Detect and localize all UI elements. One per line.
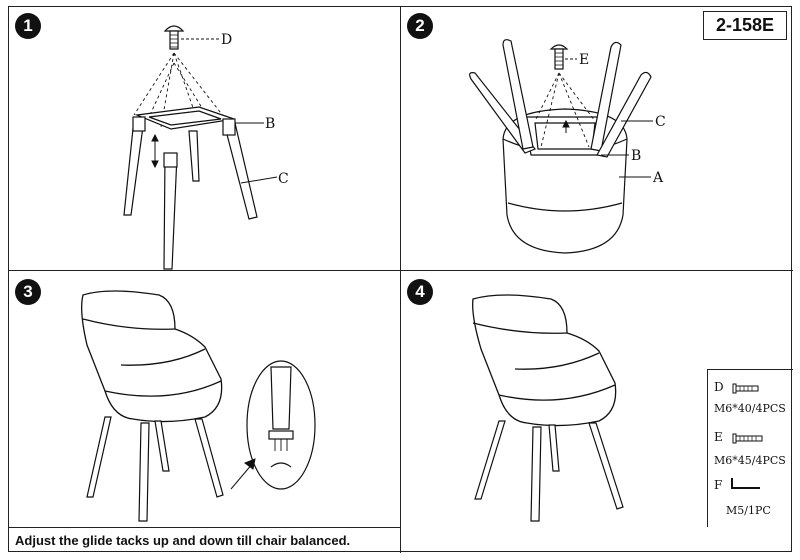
label-b: B bbox=[265, 116, 275, 132]
step-1-panel: 1 D B bbox=[9, 7, 401, 271]
step-2-panel: 2 2-158E bbox=[401, 7, 793, 271]
allen-key-icon bbox=[731, 478, 760, 489]
step-number-badge: 1 bbox=[15, 13, 41, 39]
bolt-icon bbox=[732, 383, 759, 394]
glide-detail-oval bbox=[246, 360, 316, 490]
step-4-panel: 4 D M6*40/4PCS E bbox=[401, 271, 793, 527]
hardware-parts-list: D M6*40/4PCS E M6*45/4PCS F M5/1PC bbox=[707, 369, 793, 527]
part-e-spec: M6*45/4PCS bbox=[714, 454, 786, 467]
chair-legs bbox=[123, 116, 258, 270]
insert-arrow-icon bbox=[562, 119, 570, 133]
part-f-spec: M5/1PC bbox=[726, 504, 771, 517]
step-number-badge: 3 bbox=[15, 279, 41, 305]
label-c: C bbox=[278, 171, 289, 187]
seat-frame bbox=[134, 106, 235, 130]
part-f-letter: F bbox=[714, 478, 723, 492]
label-c: C bbox=[655, 114, 666, 130]
guide-lines bbox=[534, 72, 596, 148]
chair-legs bbox=[474, 420, 624, 522]
chair-body bbox=[81, 290, 223, 423]
step-number-badge: 2 bbox=[407, 13, 433, 39]
step-3-panel: 3 bbox=[9, 271, 401, 527]
label-b: B bbox=[631, 148, 641, 164]
part-d-spec: M6*40/4PCS bbox=[714, 402, 786, 415]
seat-frame bbox=[524, 116, 604, 156]
label-a: A bbox=[652, 170, 664, 186]
chair-legs bbox=[469, 39, 652, 158]
step-number-badge: 4 bbox=[407, 279, 433, 305]
bolt-d-icon bbox=[163, 25, 185, 50]
step-3-caption: Adjust the glide tacks up and down till … bbox=[9, 527, 401, 553]
bolt-e-icon bbox=[549, 44, 569, 70]
chair-body bbox=[472, 294, 617, 427]
chair-legs bbox=[86, 416, 224, 522]
instruction-sheet: 1 D B bbox=[8, 6, 793, 553]
leg-assembly-diagram: D B bbox=[123, 25, 289, 270]
part-e-letter: E bbox=[714, 430, 723, 444]
part-d-letter: D bbox=[714, 380, 724, 394]
glide-arrow-icon bbox=[230, 458, 256, 490]
insert-arrow-icon bbox=[151, 133, 159, 169]
label-e: E bbox=[579, 52, 589, 68]
upside-down-chair-diagram: E C B A bbox=[469, 39, 666, 254]
bolt-icon bbox=[732, 433, 763, 444]
model-number: 2-158E bbox=[702, 11, 787, 40]
assembled-chair-glide-diagram bbox=[81, 290, 316, 522]
label-d: D bbox=[221, 32, 232, 48]
finished-chair-diagram bbox=[472, 294, 624, 522]
